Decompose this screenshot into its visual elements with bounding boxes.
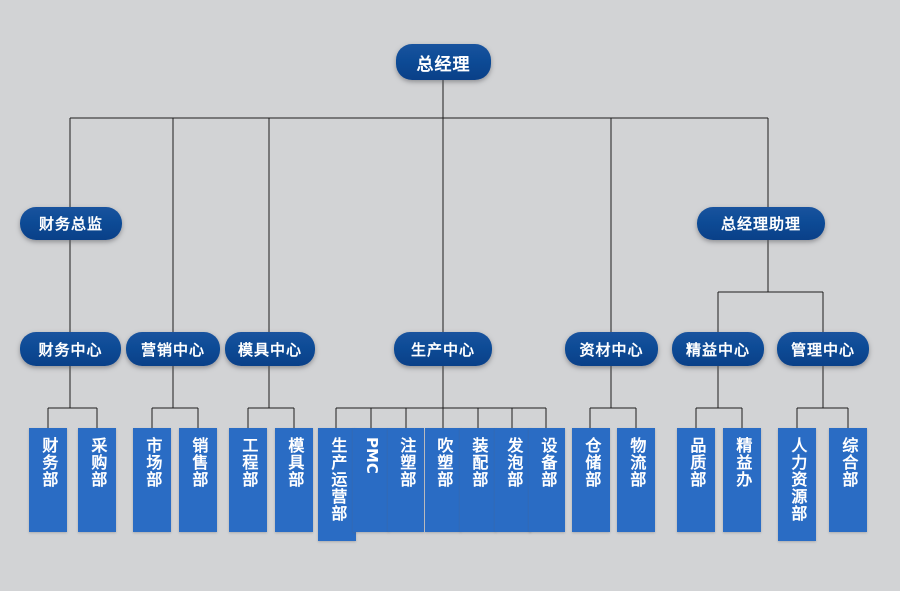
dept-label: 采购部 — [88, 437, 108, 488]
dept-label: 财务部 — [39, 437, 59, 488]
dept-pmc[interactable]: PMC — [353, 428, 389, 532]
node-label: 模具中心 — [237, 340, 302, 359]
node-management-center[interactable]: 管理中心 — [777, 332, 869, 366]
node-marketing-center[interactable]: 营销中心 — [126, 332, 220, 366]
dept-label: 设备部 — [538, 437, 558, 488]
dept-finance[interactable]: 财务部 — [29, 428, 67, 532]
dept-purchasing[interactable]: 采购部 — [78, 428, 116, 532]
node-finance-center[interactable]: 财务中心 — [20, 332, 121, 366]
dept-blow-molding[interactable]: 吹塑部 — [425, 428, 461, 532]
dept-label: 工程部 — [239, 437, 259, 488]
dept-assembly[interactable]: 装配部 — [460, 428, 496, 532]
dept-human-resources[interactable]: 人力资源部 — [778, 428, 816, 541]
node-label: 财务中心 — [38, 340, 103, 359]
dept-label: 品质部 — [687, 437, 707, 488]
dept-engineering[interactable]: 工程部 — [229, 428, 267, 532]
dept-label: 发泡部 — [504, 437, 524, 488]
node-label: 管理中心 — [790, 340, 855, 359]
node-gm-assistant[interactable]: 总经理助理 — [697, 207, 825, 240]
dept-lean-office[interactable]: 精益办 — [723, 428, 761, 532]
dept-label: 模具部 — [285, 437, 305, 488]
dept-label: 物流部 — [627, 437, 647, 488]
node-label: 财务总监 — [38, 215, 103, 233]
node-production-center[interactable]: 生产中心 — [394, 332, 492, 366]
dept-general-affairs[interactable]: 综合部 — [829, 428, 867, 532]
node-finance-director[interactable]: 财务总监 — [20, 207, 122, 240]
dept-label: 人力资源部 — [788, 437, 808, 522]
dept-foaming[interactable]: 发泡部 — [495, 428, 531, 532]
dept-production-operations[interactable]: 生产运营部 — [318, 428, 356, 541]
dept-warehouse[interactable]: 仓储部 — [572, 428, 610, 532]
node-label: 生产中心 — [410, 340, 475, 359]
node-material-center[interactable]: 资材中心 — [565, 332, 658, 366]
dept-label: 精益办 — [733, 437, 753, 488]
node-general-manager[interactable]: 总经理 — [396, 44, 491, 80]
node-label: 精益中心 — [685, 340, 750, 359]
node-lean-center[interactable]: 精益中心 — [672, 332, 764, 366]
dept-injection-molding[interactable]: 注塑部 — [388, 428, 424, 532]
node-label: 营销中心 — [140, 340, 205, 359]
dept-sales[interactable]: 销售部 — [179, 428, 217, 532]
dept-label: 综合部 — [839, 437, 859, 488]
dept-label: 生产运营部 — [328, 437, 348, 522]
dept-mold[interactable]: 模具部 — [275, 428, 313, 532]
dept-label: PMC — [362, 437, 381, 474]
dept-label: 市场部 — [143, 437, 163, 488]
dept-market[interactable]: 市场部 — [133, 428, 171, 532]
dept-label: 装配部 — [469, 437, 489, 488]
dept-label: 注塑部 — [397, 437, 417, 488]
dept-label: 销售部 — [189, 437, 209, 488]
dept-equipment[interactable]: 设备部 — [529, 428, 565, 532]
dept-logistics[interactable]: 物流部 — [617, 428, 655, 532]
node-label: 总经理 — [416, 54, 471, 75]
dept-quality[interactable]: 品质部 — [677, 428, 715, 532]
dept-label: 仓储部 — [582, 437, 602, 488]
dept-label: 吹塑部 — [434, 437, 454, 488]
node-label: 资材中心 — [579, 340, 644, 359]
node-mold-center[interactable]: 模具中心 — [225, 332, 315, 366]
node-label: 总经理助理 — [720, 215, 801, 233]
